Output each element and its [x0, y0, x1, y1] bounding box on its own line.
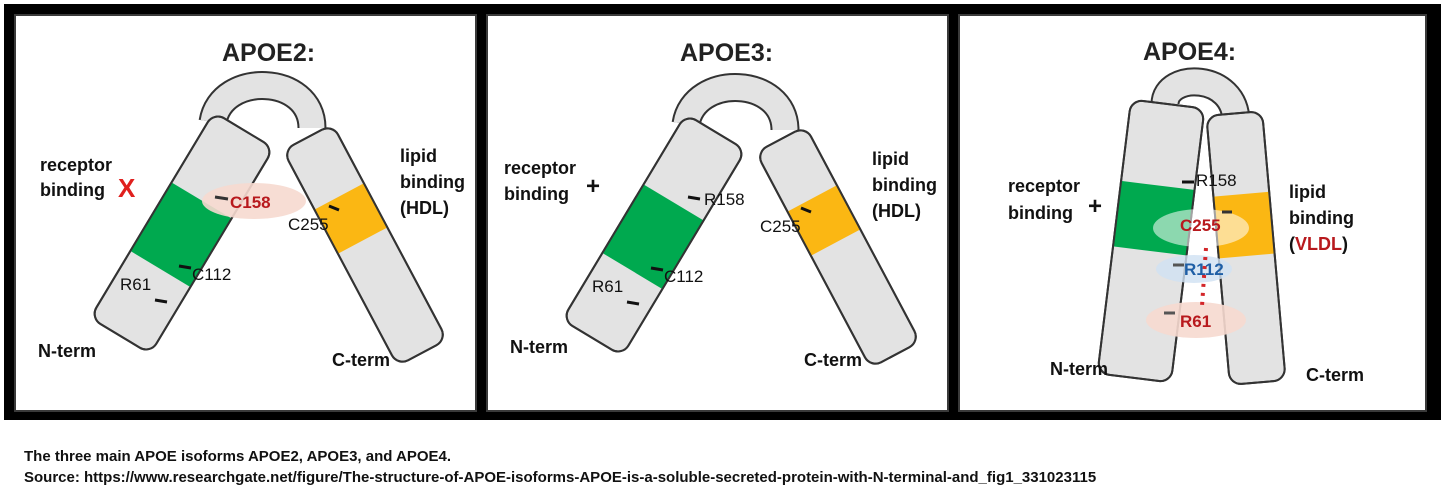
- tick-158: [214, 195, 229, 201]
- n-term-label: N-term: [1050, 359, 1108, 379]
- figure-caption: The three main APOE isoforms APOE2, APOE…: [24, 448, 452, 465]
- lipid-paren-open: (: [1289, 234, 1295, 254]
- plus-icon: +: [1088, 193, 1102, 220]
- tick-112: [650, 266, 664, 272]
- lipid-label-line1: lipid: [1289, 182, 1326, 202]
- tick-61: [154, 298, 168, 304]
- c-terminal-domain: [759, 129, 917, 365]
- panel-apoe4: APOE4: receptor bindi: [958, 14, 1427, 412]
- site-c158: C158: [230, 193, 271, 212]
- lipid-label-line3: (HDL): [400, 198, 449, 218]
- site-r112: R112: [1184, 260, 1224, 279]
- lipid-label-line2: binding: [872, 175, 937, 195]
- r112-highlight: [1156, 255, 1232, 283]
- lipid-label-line2: binding: [400, 172, 465, 192]
- c-term-label: C-term: [1306, 365, 1364, 385]
- site-c255: C255: [1180, 216, 1221, 235]
- c-terminal-domain: [1206, 111, 1286, 385]
- apoe2-diagram: APOE2: receptor binding: [38, 39, 465, 370]
- c-term-label: C-term: [332, 350, 390, 370]
- plus-icon: +: [586, 173, 600, 200]
- receptor-label-line1: receptor: [1008, 176, 1080, 196]
- r61-highlight: [1146, 302, 1246, 338]
- panel-title: APOE3:: [680, 39, 773, 67]
- site-c255: C255: [288, 215, 329, 234]
- site-c112: C112: [664, 267, 703, 286]
- tick-255: [328, 204, 340, 212]
- lipid-label-line2: binding: [1289, 208, 1354, 228]
- site-r61: R61: [592, 277, 623, 296]
- apoe4-diagram: APOE4: receptor bindi: [1008, 38, 1364, 385]
- lipid-label-line3: (VLDL): [1289, 234, 1348, 254]
- receptor-label-line1: receptor: [40, 155, 112, 175]
- lipid-label-line1: lipid: [872, 149, 909, 169]
- lipid-label-line1: lipid: [400, 146, 437, 166]
- panel-apoe3: APOE3: receptor binding + R158 C112 R61 …: [486, 14, 949, 412]
- receptor-label-line2: binding: [1008, 203, 1073, 223]
- site-c255: C255: [760, 217, 801, 236]
- apoe3-diagram: APOE3: receptor binding + R158 C112 R61 …: [504, 39, 937, 370]
- figure-source: Source: https://www.researchgate.net/fig…: [24, 469, 1097, 486]
- site-c112: C112: [192, 265, 231, 284]
- vldl-label: VLDL: [1295, 234, 1342, 254]
- mutation-x-icon: X: [118, 173, 136, 203]
- site-r158: R158: [1196, 171, 1237, 190]
- n-term-label: N-term: [38, 341, 96, 361]
- panel-title: APOE4:: [1143, 38, 1236, 66]
- tick-158: [687, 195, 701, 201]
- tick-112: [178, 264, 192, 270]
- panel-title: APOE2:: [222, 39, 315, 67]
- receptor-label-line2: binding: [40, 180, 105, 200]
- n-term-label: N-term: [510, 337, 568, 357]
- c255-highlight: [1153, 209, 1249, 247]
- c158-highlight: [202, 183, 306, 219]
- n-terminal-domain: [93, 115, 271, 351]
- c-term-label: C-term: [804, 350, 862, 370]
- salt-bridge-line: [1200, 247, 1208, 307]
- c-terminal-domain: [286, 127, 444, 363]
- tick-61: [626, 300, 640, 306]
- panel-apoe2: APOE2: receptor binding: [14, 14, 477, 412]
- receptor-label-line2: binding: [504, 184, 569, 204]
- site-r61: R61: [120, 275, 151, 294]
- lipid-label-line3: (HDL): [872, 201, 921, 221]
- site-r158: R158: [704, 190, 745, 209]
- site-r61: R61: [1180, 312, 1211, 331]
- lipid-paren-close: ): [1342, 234, 1348, 254]
- tick-255: [800, 206, 812, 214]
- lipid-binding-region: [783, 183, 864, 258]
- lipid-binding-region: [310, 181, 391, 256]
- receptor-label-line1: receptor: [504, 158, 576, 178]
- n-terminal-domain: [565, 117, 743, 353]
